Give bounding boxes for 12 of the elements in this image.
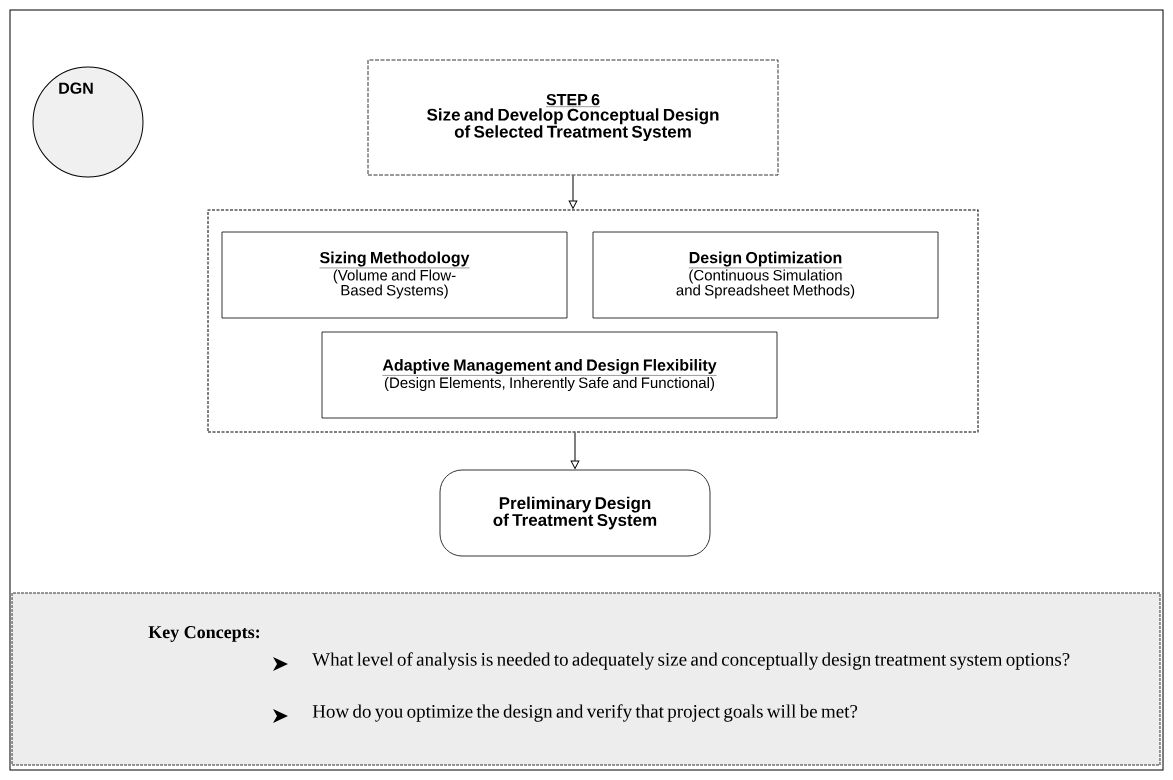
bullet-text: What level of analysis is needed to adequately size and conceptually design treatment system options? [312, 652, 1070, 670]
method-box: Adaptive Management and Design Flexibility (Design Elements, Inherently Safe and Functional) [321, 331, 778, 419]
arrow [570, 432, 580, 469]
method-box: Sizing Methodology (Volume and Flow-Based Systems) [221, 231, 568, 319]
result-box: Preliminary Design of Treatment System [439, 469, 711, 557]
step-box: STEP 6 Size and Develop Conceptual Design of Selected Treatment System [367, 59, 779, 176]
bullet-text: How do you optimize the design and verify that project goals will be met? [312, 704, 858, 722]
method-box: Design Optimization (Continuous Simulation and Spreadsheet Methods) [592, 231, 939, 319]
arrow [568, 174, 578, 209]
panel-heading: Key Concepts: [148, 626, 260, 642]
dashed-group-box [207, 209, 979, 433]
badge-label: DGN [59, 82, 93, 94]
